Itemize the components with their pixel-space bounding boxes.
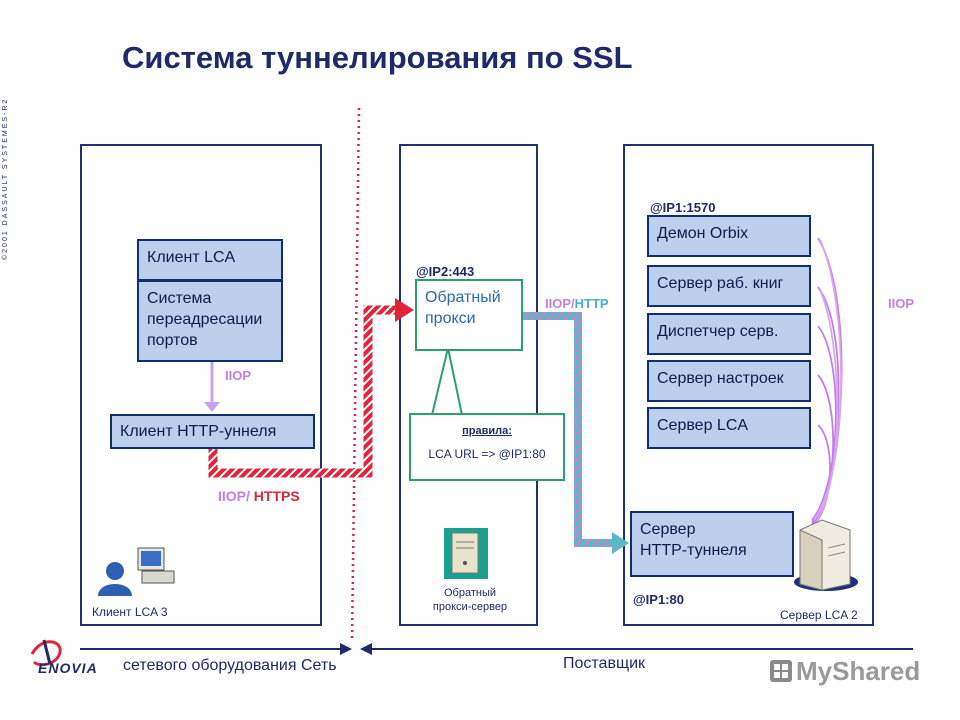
service-orbix-label: Демон Orbix	[657, 225, 749, 242]
proxy-caption: Обратный прокси-сервер	[404, 586, 536, 614]
proxy-caption-line-2: прокси-сервер	[432, 601, 508, 613]
client-caption: Клиент LCA 3	[92, 605, 168, 619]
service-orbix-box: Демон Orbix	[647, 215, 811, 257]
http-tunnel-server-box: Сервер HTTP-туннеля	[630, 511, 794, 577]
reverse-proxy-box: Обратный прокси	[415, 279, 523, 351]
http-link	[522, 312, 612, 547]
myshared-logo-icon	[770, 660, 792, 682]
proxy-address: @IP2:443	[416, 264, 475, 279]
proxy-caption-line-1: Обратный	[443, 587, 496, 599]
iiop-http-label-iiop: IIOP/	[545, 296, 575, 311]
service-settings-label: Сервер настроек	[657, 370, 784, 387]
reverse-proxy-line-1: Обратный	[425, 289, 501, 306]
page-title: Система туннелирования по SSL	[122, 40, 633, 75]
provider-label: Поставщик	[563, 655, 646, 672]
myshared-logo-text: MyShared	[796, 656, 921, 686]
rules-box: правила: LCA URL => @IP1:80	[409, 413, 565, 481]
server-address-bottom: @IP1:80	[633, 592, 684, 607]
ds-logo-icon	[30, 639, 62, 667]
client-computer-icon	[98, 547, 175, 596]
port-redirect-box: Система переадресации портов	[137, 280, 283, 362]
iiop-internal-arrowhead	[204, 402, 220, 412]
https-link	[208, 305, 395, 478]
reverse-proxy-line-2: прокси	[425, 310, 476, 327]
service-settings-box: Сервер настроек	[647, 360, 811, 402]
service-lca-label: Сервер LCA	[657, 417, 749, 434]
iiop-service-links	[811, 237, 843, 529]
enovia-logo-text: ENOVIA	[38, 660, 98, 676]
iiop-right-label: IIOP	[888, 296, 915, 311]
service-workbook-label: Сервер раб. книг	[657, 275, 784, 292]
port-redirect-line-1: Система	[147, 290, 212, 307]
provider-arrowhead	[360, 643, 372, 655]
iiop-http-label: IIOP/HTTP	[545, 296, 609, 311]
https-link-arrowhead	[395, 298, 414, 322]
service-dispatcher-box: Диспетчер серв.	[647, 313, 811, 355]
rules-text: LCA URL => @IP1:80	[428, 447, 546, 461]
iiop-https-label: IIOP/ HTTPS	[218, 488, 300, 504]
proxy-server-icon	[444, 528, 488, 579]
lca-client-label: Клиент LCA	[147, 249, 236, 266]
iiop-https-label-iiop: IIOP/	[218, 488, 250, 504]
rules-callout	[431, 347, 463, 416]
http-tunnel-client-box: Клиент HTTP-уннеля	[110, 414, 315, 449]
service-workbook-box: Сервер раб. книг	[647, 265, 811, 307]
iiop-https-label-https: HTTPS	[249, 488, 300, 504]
iiop-http-label-http: HTTP	[574, 296, 609, 311]
rules-title: правила:	[462, 425, 512, 437]
server-tower-icon	[794, 519, 858, 591]
client-panel	[80, 144, 322, 626]
iiop-internal-label: IIOP	[225, 368, 252, 383]
port-redirect-line-3: портов	[147, 332, 198, 349]
http-tunnel-client-label: Клиент HTTP-уннеля	[120, 423, 277, 440]
client-network-arrowhead	[340, 643, 352, 655]
client-network-label: сетевого оборудования Сеть	[123, 657, 337, 674]
service-dispatcher-label: Диспетчер серв.	[657, 323, 779, 340]
http-tunnel-server-line-2: HTTP-туннеля	[640, 542, 747, 559]
port-redirect-line-2: переадресации	[147, 311, 263, 328]
server-address-top: @IP1:1570	[650, 200, 716, 215]
server-caption: Сервер LCA 2	[780, 608, 858, 622]
lca-client-box: Клиент LCA	[137, 239, 283, 281]
service-lca-box: Сервер LCA	[647, 407, 811, 449]
http-link-arrowhead	[612, 532, 629, 554]
network-boundary-line	[350, 107, 361, 641]
http-tunnel-server-line-1: Сервер	[640, 521, 696, 538]
